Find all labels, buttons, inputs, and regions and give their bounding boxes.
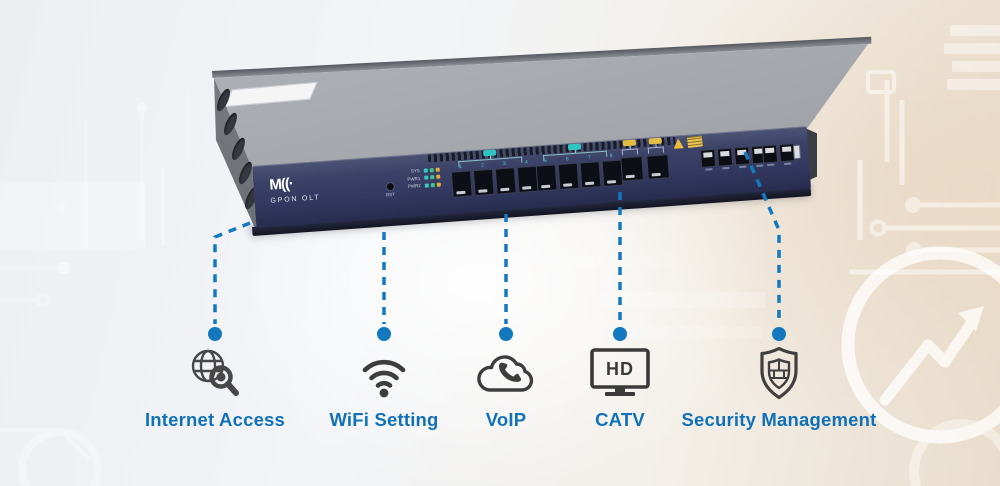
callout-dot	[772, 327, 786, 341]
feature-label: CATV	[595, 409, 645, 430]
callout-dot	[377, 327, 391, 341]
feature-label: Security Management	[681, 409, 877, 430]
feature-security-management: Security Management	[681, 344, 877, 431]
globe-search-icon	[184, 344, 246, 402]
callout-dot	[208, 327, 222, 341]
wifi-icon	[356, 344, 412, 402]
cloud-phone-icon	[473, 344, 539, 402]
callout-line-security	[743, 151, 781, 322]
feature-wifi-setting: WiFi Setting	[289, 344, 479, 431]
tv-screen-text: HD	[606, 359, 634, 379]
feature-label: WiFi Setting	[329, 409, 439, 430]
feature-label: VoIP	[485, 409, 527, 430]
feature-voip: VoIP	[411, 344, 601, 431]
callout-line-internet	[213, 221, 251, 324]
tv-hd-icon: HD	[588, 344, 652, 402]
feature-internet-access: Internet Access	[120, 344, 310, 431]
shield-check-icon	[751, 344, 807, 402]
callout-dot	[613, 327, 627, 341]
callout-dot	[499, 327, 513, 341]
feature-label: Internet Access	[144, 409, 286, 430]
feature-catv: HD CATV	[525, 344, 715, 431]
